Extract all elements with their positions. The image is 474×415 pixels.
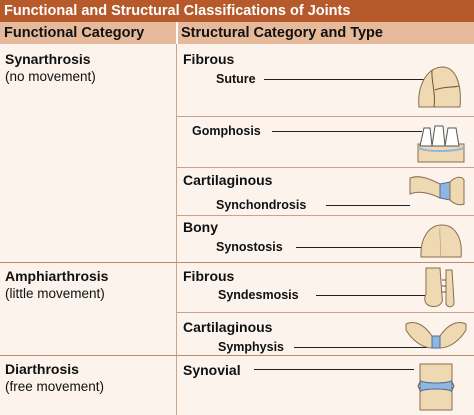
gomphosis-leader-line [272,131,422,132]
type-synchondrosis: Synchondrosis [216,198,307,212]
skull-synostosis-icon [420,224,462,258]
column-divider [176,44,177,415]
header-functional-category: Functional Category [4,25,145,41]
suture-leader-line [264,79,428,80]
type-synostosis: Synostosis [216,240,283,254]
functional-diarthrosis-desc: (free movement) [5,379,105,394]
row-divider [0,262,474,263]
rib-synchondrosis-icon [409,176,465,206]
row-divider [177,312,474,313]
category-bony: Bony [183,219,218,235]
header-divider [176,22,178,44]
row-divider [177,167,474,168]
functional-column [0,44,177,415]
skull-suture-icon [418,66,461,108]
functional-synarthrosis-desc: (no movement) [5,69,96,84]
category-cartilaginous: Cartilaginous [183,319,273,335]
category-synovial: Synovial [183,362,241,378]
syndesmosis-leader-line [316,295,426,296]
category-cartilaginous: Cartilaginous [183,172,273,188]
type-syndesmosis: Syndesmosis [218,288,299,302]
synchondrosis-leader-line [326,205,410,206]
functional-amphiarthrosis-desc: (little movement) [5,286,105,301]
category-fibrous: Fibrous [183,268,235,284]
synovial-joint-icon [417,363,455,411]
tooth-gomphosis-icon [417,125,465,163]
type-suture: Suture [216,72,256,86]
synovial-leader-line [254,369,414,370]
type-gomphosis: Gomphosis [192,124,261,138]
header-structural-category: Structural Category and Type [181,25,383,41]
row-divider [0,355,474,356]
row-divider [177,116,474,117]
table-header-row: Functional Category Structural Category … [0,22,474,44]
functional-synarthrosis: Synarthrosis [5,51,91,67]
category-fibrous: Fibrous [183,51,235,67]
pelvis-symphysis-icon [405,322,467,349]
functional-amphiarthrosis: Amphiarthrosis [5,268,109,284]
tibia-fibula-syndesmosis-icon [424,267,455,308]
type-symphysis: Symphysis [218,340,285,354]
symphysis-leader-line [294,347,428,348]
synostosis-leader-line [296,247,422,248]
row-divider [177,215,474,216]
table-title: Functional and Structural Classification… [0,0,474,22]
functional-diarthrosis: Diarthrosis [5,361,79,377]
